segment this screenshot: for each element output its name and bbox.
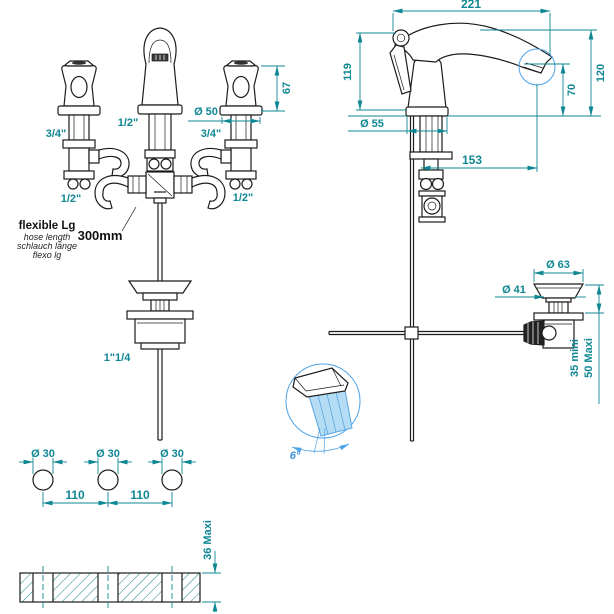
drill-hole-1	[32, 469, 54, 491]
dim-dia41-label: Ø 41	[502, 284, 526, 296]
waste-view-dimensions: Ø 63 Ø 41 35 mini 50 Maxi	[495, 259, 604, 404]
dim-dia30-1-label: Ø 30	[31, 448, 55, 460]
drain-thread-label: 1"1/4	[104, 352, 132, 364]
side-tap-left	[57, 60, 130, 190]
angle-annotation: 6°	[290, 427, 350, 462]
dim-119-label: 119	[342, 63, 354, 81]
dim-dia30-2-label: Ø 30	[96, 448, 120, 460]
dim-dia63-label: Ø 63	[546, 259, 570, 271]
hole-diameter-dimensions: Ø 30 Ø 30 Ø 30	[19, 448, 196, 474]
hose-note-de: schlauch länge	[17, 241, 77, 251]
deck-cross-section	[19, 566, 201, 609]
dim-221-label: 221	[461, 0, 481, 11]
front-view-mixer: 67 Ø 50 3/4" 1/2" 3/4" 1/2" 1/2" 1"1/4 f…	[17, 27, 293, 441]
hose-note-title: flexible Lg	[19, 220, 76, 232]
lever-handle	[389, 44, 412, 95]
drill-hole-2	[97, 469, 119, 491]
hose-length-note: flexible Lg hose length schlauch länge f…	[17, 206, 137, 260]
dim-35mini-label: 35 mini	[569, 339, 581, 377]
side-view-underdeck	[409, 115, 453, 442]
hose-note-es: flexo lg	[33, 250, 62, 260]
deck-thickness-dimension: 36 Maxi	[202, 520, 221, 612]
dim-70-label: 70	[566, 84, 578, 96]
side-view-faucet: 221 119 120 70 Ø 55 153	[328, 0, 607, 442]
rod-ball-joint-nut	[523, 320, 545, 346]
dim-67-label: 67	[281, 82, 293, 94]
conn-12-center-label: 1/2"	[118, 117, 139, 129]
flexible-hose-left	[94, 174, 147, 210]
water-stream	[308, 389, 353, 437]
dim-dia50-label: Ø 50	[194, 106, 218, 118]
conn-34-right-label: 3/4"	[201, 128, 222, 140]
drill-hole-3	[161, 469, 183, 491]
conn-34-left-label: 3/4"	[46, 128, 67, 140]
angle-6deg-label: 6°	[290, 450, 301, 462]
dim-120-label: 120	[595, 64, 607, 82]
dim-dia30-3-label: Ø 30	[160, 448, 184, 460]
side-tap-right	[190, 60, 263, 190]
hose-length-value: 300mm	[78, 228, 123, 243]
hose-note-en: hose length	[24, 232, 71, 242]
dim-dia55-label: Ø 55	[360, 118, 384, 130]
flexible-hose-right	[173, 174, 226, 210]
conn-12-right-bottom-label: 1/2"	[233, 192, 254, 204]
dim-36maxi-label: 36 Maxi	[202, 520, 214, 560]
dim-110-2-label: 110	[130, 488, 150, 502]
detail-circle	[285, 363, 361, 439]
lever-ring	[392, 29, 410, 47]
waste-front-view	[126, 280, 194, 441]
waste-side-view: Ø 63 Ø 41 35 mini 50 Maxi	[495, 259, 604, 404]
drilling-template: Ø 30 Ø 30 Ø 30 110 110	[19, 448, 221, 612]
front-view-dimensions: 67 Ø 50 3/4" 1/2" 3/4" 1/2" 1/2" 1"1/4	[46, 65, 293, 364]
dim-50maxi-label: 50 Maxi	[583, 338, 595, 378]
center-spout	[94, 27, 226, 281]
spray-angle-detail: 6°	[285, 363, 361, 462]
popup-rod	[328, 326, 525, 340]
conn-12-left-bottom-label: 1/2"	[61, 193, 82, 205]
hole-spacing-dimensions: 110 110	[42, 488, 173, 507]
dim-110-1-label: 110	[65, 488, 85, 502]
dim-153-label: 153	[462, 153, 482, 167]
side-view-dimensions: 221 119 120 70 Ø 55 153	[342, 0, 607, 172]
